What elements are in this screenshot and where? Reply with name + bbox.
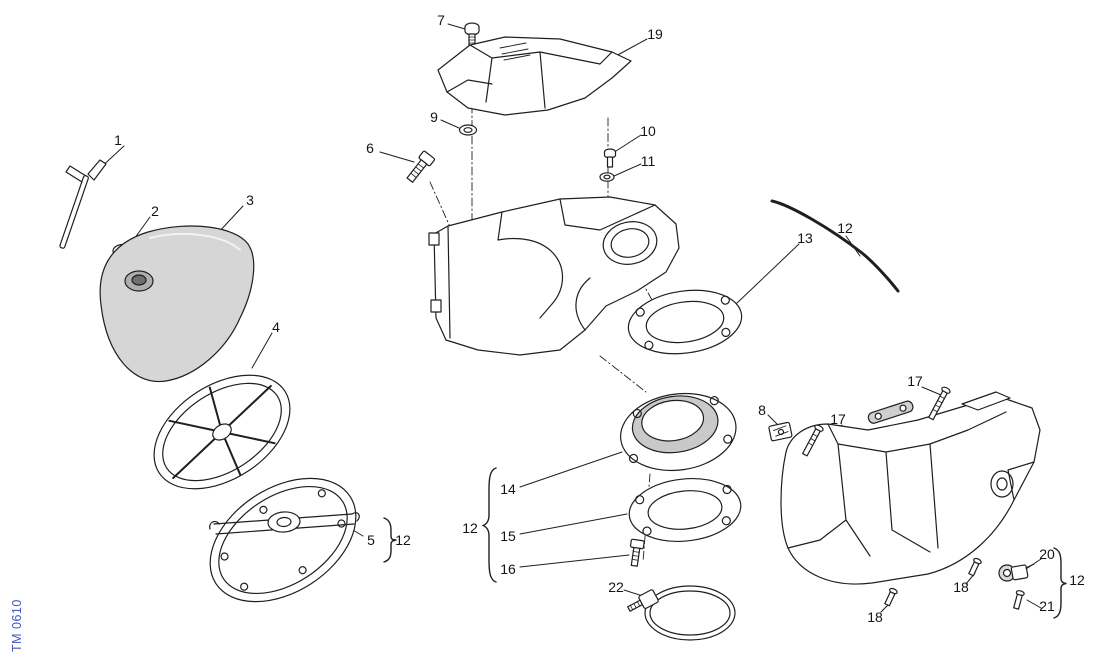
part-main-airbox-body (428, 196, 680, 356)
part-callout-17: 17 (907, 373, 923, 389)
brace-group-5 (383, 517, 397, 563)
part-22-hose-clamp (627, 585, 736, 641)
drawing-code: TM 0610 (10, 599, 24, 652)
part-9-washer (458, 124, 478, 136)
part-callout-1: 1 (114, 132, 122, 148)
part-11-washer (599, 172, 615, 182)
part-callout-12: 12 (837, 220, 853, 236)
part-callout-16: 16 (500, 561, 516, 577)
part-17-screw-b (802, 424, 824, 457)
part-12-rod (770, 199, 900, 293)
part-6-bolt (406, 150, 436, 183)
part-8-clip (768, 421, 793, 442)
part-16-bolt (629, 538, 645, 567)
part-callout-12: 12 (462, 520, 478, 536)
part-callout-12: 12 (1069, 572, 1085, 588)
part-5-base-plate (209, 477, 360, 603)
part-15-gasket (628, 478, 742, 542)
part-18-screw-a (884, 587, 898, 607)
part-callout-12: 12 (395, 532, 411, 548)
part-14-intake-boot (619, 392, 737, 472)
part-callout-10: 10 (640, 123, 656, 139)
part-callout-17: 17 (830, 411, 846, 427)
part-10-screw (603, 148, 617, 168)
part-4-filter-cage (153, 374, 291, 490)
part-callout-6: 6 (366, 140, 374, 156)
part-callout-18: 18 (867, 609, 883, 625)
part-20-fitting (998, 563, 1035, 582)
part-callout-2: 2 (151, 203, 159, 219)
part-1-wing-pin (59, 159, 107, 249)
part-callout-21: 21 (1039, 598, 1055, 614)
brace-group-14-16 (482, 467, 497, 583)
part-lower-airbox-body (780, 391, 1041, 585)
part-callout-18: 18 (953, 579, 969, 595)
leader-lines (97, 23, 1042, 613)
part-21-screw (1013, 590, 1025, 610)
part-19-cover (437, 36, 632, 116)
part-callout-7: 7 (437, 12, 445, 28)
part-callout-22: 22 (608, 579, 624, 595)
part-callout-13: 13 (797, 230, 813, 246)
part-callout-19: 19 (647, 26, 663, 42)
part-17-screw-a (928, 386, 951, 421)
part-7-screw (464, 22, 480, 47)
part-callout-3: 3 (246, 192, 254, 208)
part-callout-11: 11 (640, 153, 656, 169)
part-callout-15: 15 (500, 528, 516, 544)
part-callout-20: 20 (1039, 546, 1055, 562)
part-bracket-plate (867, 400, 914, 424)
part-callout-9: 9 (430, 109, 438, 125)
part-13-gasket (627, 289, 743, 355)
brace-group-20-21 (1053, 547, 1067, 619)
part-callout-14: 14 (500, 481, 516, 497)
part-callout-4: 4 (272, 319, 280, 335)
part-18-screw-b (968, 557, 982, 577)
part-callout-5: 5 (367, 532, 375, 548)
group-braces (383, 467, 1067, 619)
part-3-filter-element (99, 225, 255, 383)
part-callout-8: 8 (758, 402, 766, 418)
